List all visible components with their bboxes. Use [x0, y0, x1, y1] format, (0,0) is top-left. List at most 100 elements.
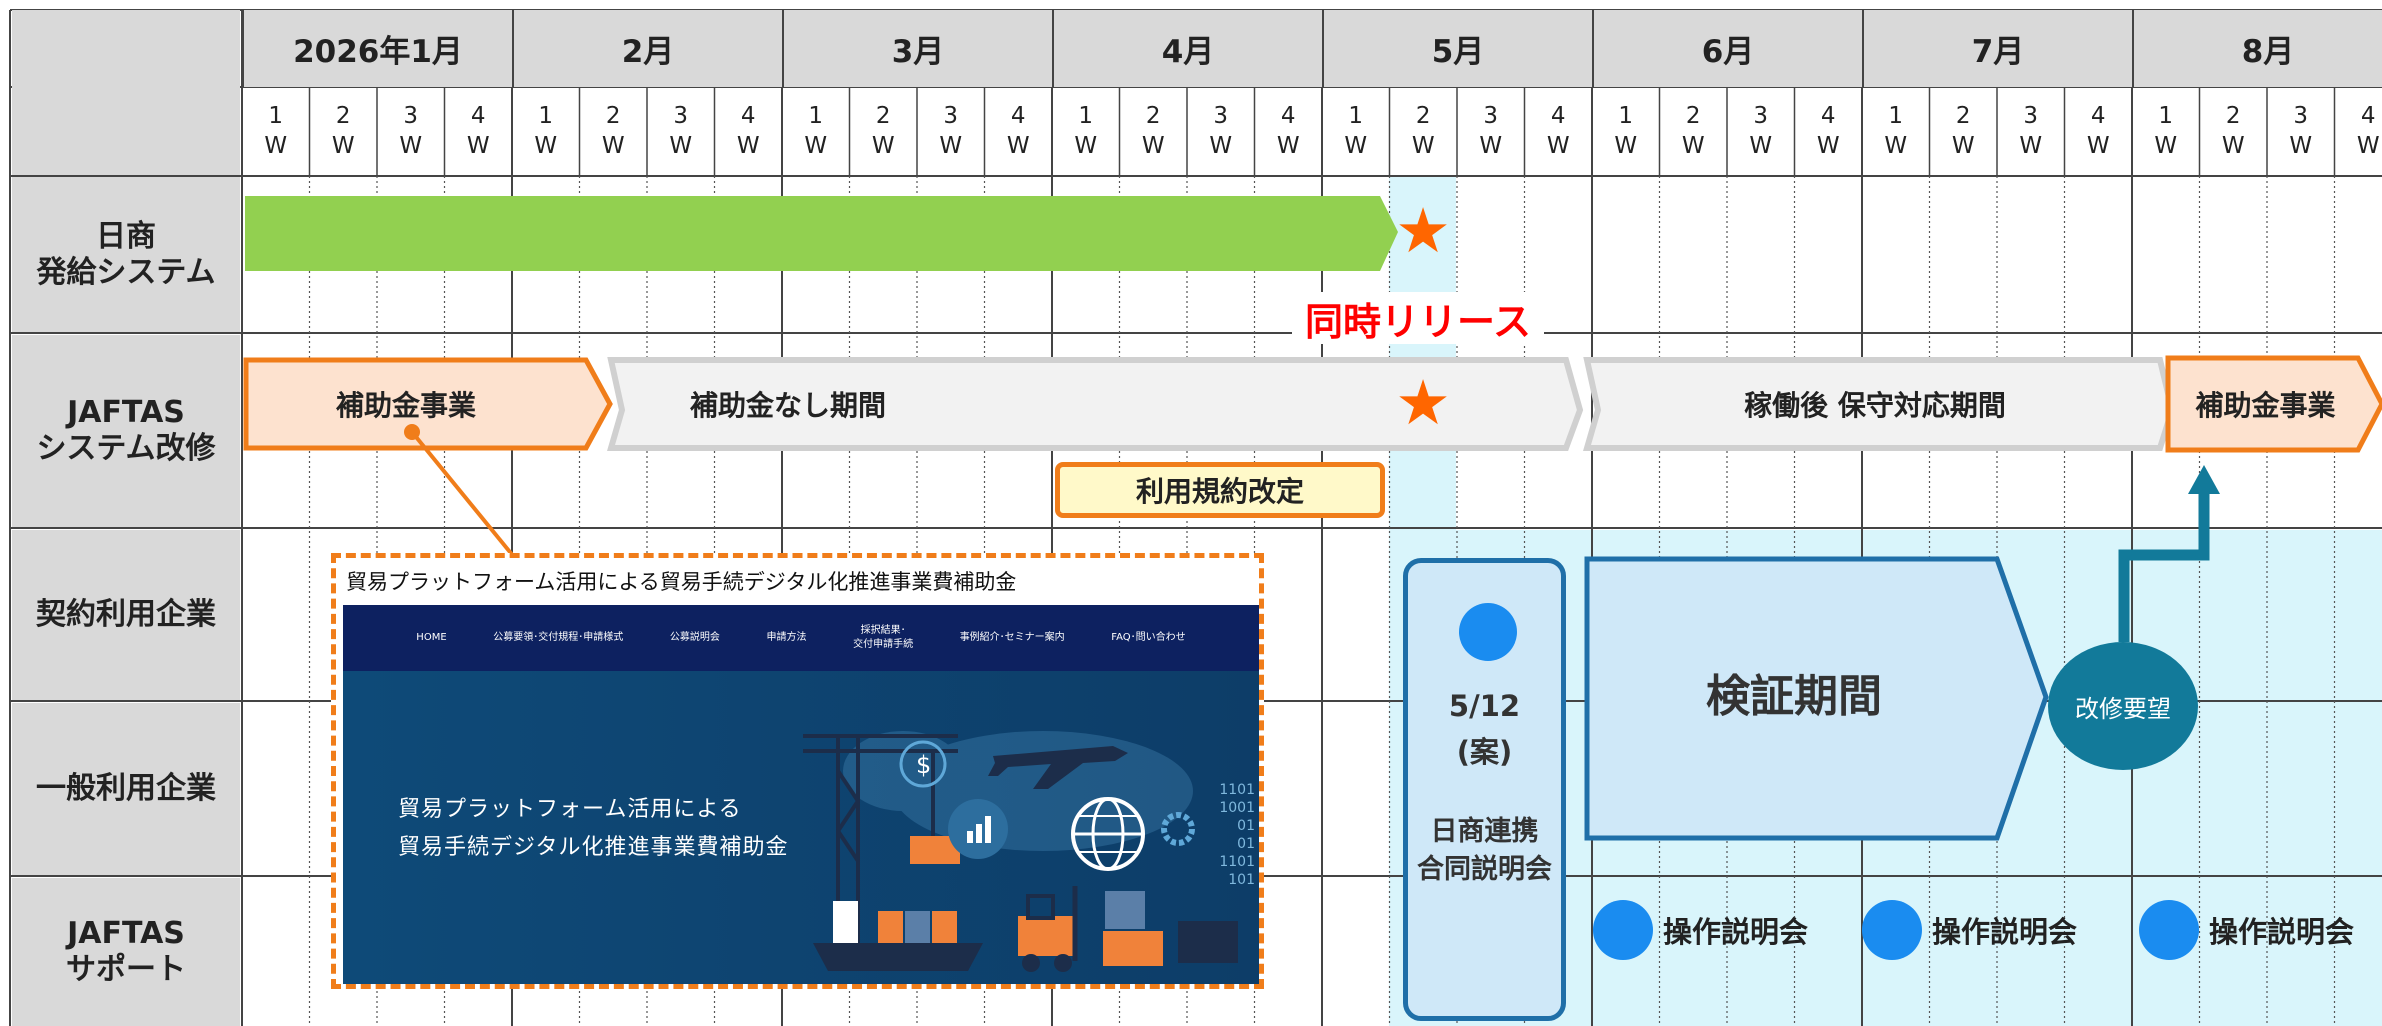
week-number: 3 — [1213, 103, 1229, 129]
week-number: 2 — [2225, 103, 2241, 129]
row-label-nissho: 日商 発給システム — [12, 177, 240, 332]
month-header: 8月 — [2132, 10, 2382, 87]
week-number: 1 — [1078, 103, 1094, 129]
nav-results[interactable]: 採択結果･ 交付申請手続 — [853, 625, 914, 650]
website-title: 貿易プラットフォーム活用による貿易手続デジタル化推進事業費補助金 — [346, 570, 1017, 594]
week-unit: W — [1816, 133, 1840, 159]
week-number: 2 — [1145, 103, 1161, 129]
nav-faq[interactable]: FAQ･問い合わせ — [1111, 632, 1186, 643]
week-unit: W — [1614, 133, 1638, 159]
week-unit: W — [804, 133, 828, 159]
week-unit: W — [1006, 133, 1030, 159]
hero-line-1: 貿易プラットフォーム活用による — [398, 797, 742, 822]
week-number: 2 — [875, 103, 891, 129]
operation-session-dot-icon — [2139, 900, 2199, 960]
nav-briefing[interactable]: 公募説明会 — [669, 632, 720, 643]
release-star-icon: ★ — [1395, 366, 1451, 439]
week-unit: W — [534, 133, 558, 159]
week-unit: W — [669, 133, 693, 159]
nav-how-to-apply[interactable]: 申請方法 — [766, 632, 807, 643]
briefing-date: 5/12 — [1448, 689, 1521, 723]
nav-case-studies[interactable]: 事例紹介･セミナー案内 — [959, 632, 1065, 643]
week-number: 1 — [1888, 103, 1904, 129]
release-star-icon: ★ — [1395, 194, 1451, 267]
week-number: 3 — [2023, 103, 2039, 129]
operation-session-dot-icon — [1862, 900, 1922, 960]
hero-line-2: 貿易手続デジタル化推進事業費補助金 — [398, 835, 789, 860]
operation-session-dot-icon — [1593, 900, 1653, 960]
week-number: 4 — [740, 103, 756, 129]
week-unit: W — [1276, 133, 1300, 159]
week-number: 1 — [538, 103, 554, 129]
week-unit: W — [1951, 133, 1975, 159]
week-number: 1 — [2158, 103, 2174, 129]
week-unit: W — [871, 133, 895, 159]
week-unit: W — [264, 133, 288, 159]
trade-illustration: $ — [803, 731, 1238, 972]
month-header: 5月 — [1322, 10, 1592, 87]
week-unit: W — [736, 133, 760, 159]
week-unit: W — [1749, 133, 1773, 159]
verification-arrow — [1584, 556, 2049, 841]
week-unit: W — [1141, 133, 1165, 159]
briefing-dot-icon — [1459, 603, 1517, 661]
verification-label: 検証期間 — [1706, 671, 1882, 722]
improvement-request-circle: 改修要望 — [2048, 642, 2198, 770]
week-number: 1 — [1618, 103, 1634, 129]
week-unit: W — [2356, 133, 2380, 159]
week-unit: W — [2086, 133, 2110, 159]
week-number: 2 — [605, 103, 621, 129]
week-number: 3 — [403, 103, 419, 129]
week-unit: W — [1479, 133, 1503, 159]
week-unit: W — [331, 133, 355, 159]
nav-guidelines[interactable]: 公募要領･交付規程･申請様式 — [493, 632, 624, 643]
week-unit: W — [1546, 133, 1570, 159]
week-unit: W — [1884, 133, 1908, 159]
website-callout: 貿易プラットフォーム活用による貿易手続デジタル化推進事業費補助金 HOME 公募… — [331, 553, 1264, 989]
week-number: 2 — [1955, 103, 1971, 129]
week-number: 1 — [1348, 103, 1364, 129]
nav-home[interactable]: HOME — [416, 632, 447, 643]
month-header: 3月 — [782, 10, 1052, 87]
week-number: 1 — [268, 103, 284, 129]
month-header: 6月 — [1592, 10, 1862, 87]
week-number: 3 — [1753, 103, 1769, 129]
phase-subsidy-1: 補助金事業 — [335, 389, 476, 422]
week-unit: W — [466, 133, 490, 159]
week-unit: W — [1074, 133, 1098, 159]
row-label-jaftas-support: JAFTAS サポート — [12, 878, 240, 1026]
week-unit: W — [601, 133, 625, 159]
week-unit: W — [399, 133, 423, 159]
week-unit: W — [1209, 133, 1233, 159]
operation-session-label: 操作説明会 — [1932, 915, 2078, 949]
week-number: 3 — [673, 103, 689, 129]
simultaneous-release-label: 同時リリース — [1292, 292, 1544, 344]
week-number: 4 — [1280, 103, 1296, 129]
week-number: 4 — [2360, 103, 2376, 129]
nissho-dev-bar — [245, 196, 1398, 271]
month-header: 7月 — [1862, 10, 2132, 87]
binary-text: 1101 1001 01 01 1101 101 — [1219, 782, 1255, 888]
